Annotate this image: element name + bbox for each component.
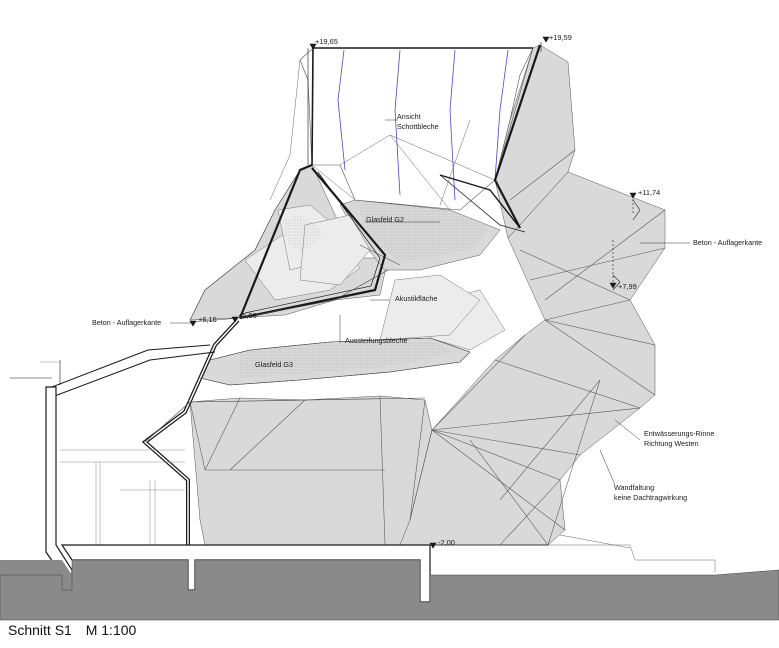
label-beton-right: Beton - Auflagerkante [693,238,762,247]
leader-lines [170,119,690,486]
label-richtung-westen: Richtung Westen [644,439,699,448]
label-entwaesserung: Entwässerungs-Rinne [644,429,714,438]
caption-scale: M 1:100 [85,622,137,638]
label-keine-dachtragwirkung: keine Dachtragwirkung [614,493,687,502]
label-beton-left: Beton - Auflagerkante [92,318,161,327]
label-glasfeld-g2: Glasfeld G2 [366,215,404,224]
level-top-right: +19,59 [549,33,572,42]
level-right-lower: +7,99 [618,282,637,291]
label-akustikflaeche: Akustikfläche [395,294,437,303]
left-edges [144,169,471,443]
schott-lines [337,49,509,201]
label-aussteifungsbleche: Aussteifungsbleche [345,336,407,345]
label-ansicht: Ansicht [397,112,421,121]
schott-fold-lines [269,59,496,211]
level-floor: -2,00 [438,538,455,547]
middle-wall-surface [189,395,433,546]
ground-main [0,559,779,621]
fold-lines [189,47,666,546]
label-glasfeld-g3: Glasfeld G3 [255,360,293,369]
right-wall-surface [399,44,666,546]
left-building [10,344,216,591]
level-top-left: +19,65 [315,37,338,46]
drawing-caption: Schnitt S1 M 1:100 [8,622,146,638]
level-left-b: +5,96 [238,311,257,320]
label-schottbleche: Schottbleche [397,122,439,131]
shell-facets [244,204,506,351]
level-left-a: +6,16 [198,315,217,324]
level-markers [189,36,641,549]
level-right-upper: +11,74 [638,188,660,197]
glass-hatching [240,200,490,378]
label-wandfaltung: Wandfaltung [614,483,654,492]
caption-section: Schnitt S1 [8,622,72,638]
